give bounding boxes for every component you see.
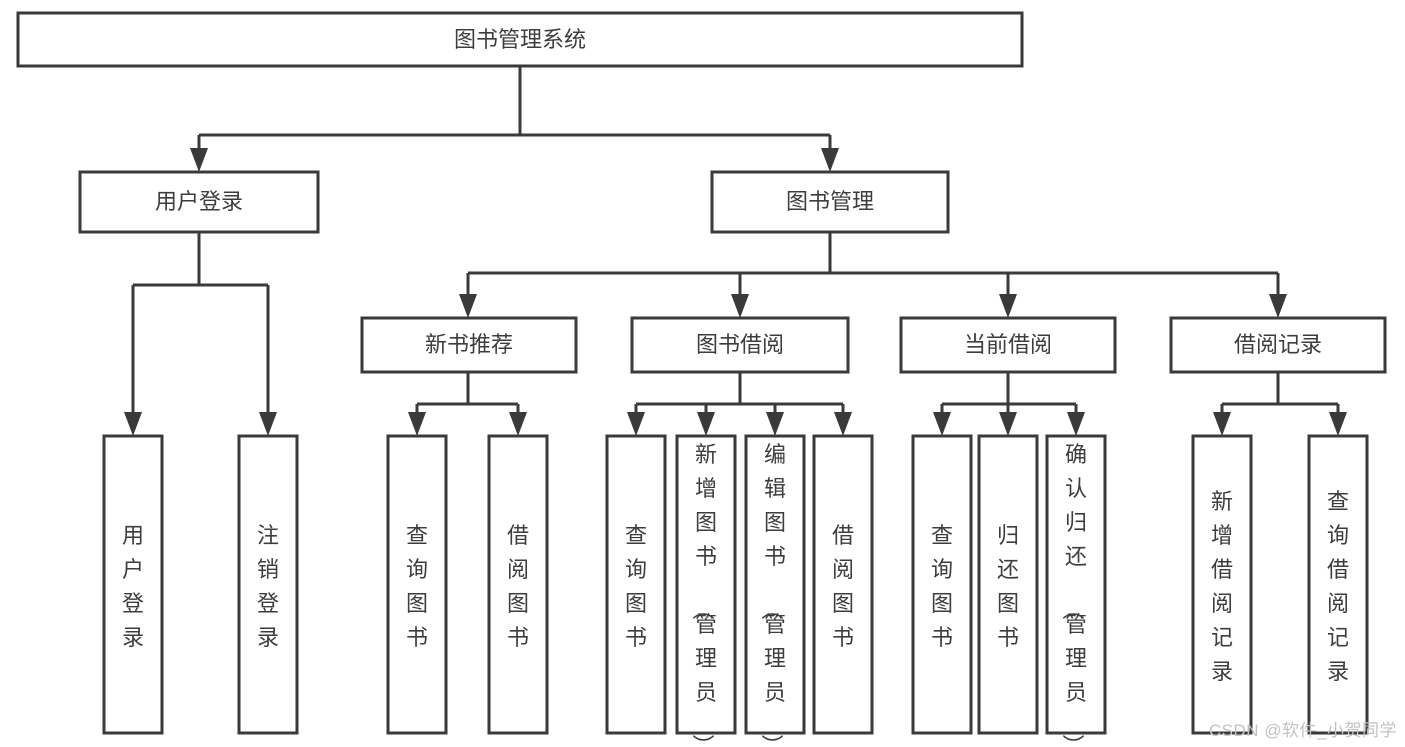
node-label: 图书管理系统	[454, 27, 586, 52]
leaf-node-logout[interactable]: 注销登录	[237, 434, 299, 735]
node-label: 查询图书	[931, 523, 953, 650]
node-label: 查询图书	[406, 523, 428, 650]
connector-newbookrec-to-leaves	[415, 372, 520, 420]
csdn-watermark: CSDN @软件_小贺同学	[1208, 721, 1397, 740]
node-level2-book-management[interactable]: 图书管理	[710, 170, 950, 234]
connector-root-to-level2	[197, 66, 832, 158]
node-label: 归还图书	[997, 523, 1019, 650]
leaf-node-return-book[interactable]: 归还图书	[977, 434, 1039, 735]
arrowhead-to-book-manage	[821, 148, 839, 172]
node-box	[386, 434, 448, 735]
node-label: 借阅记录	[1234, 332, 1322, 357]
arrowhead-leaf-query-record	[1329, 412, 1347, 436]
arrowhead-leaf-user-login	[124, 412, 142, 436]
leaf-node-confirm-return-admin[interactable]: 确认归还（管理员）	[1045, 434, 1107, 747]
arrowhead-leaf-query-book-2	[627, 412, 645, 436]
node-label: 图书管理	[786, 189, 874, 214]
node-label: 当前借阅	[964, 332, 1052, 357]
leaf-node-query-borrow-record[interactable]: 查询借阅记录	[1307, 434, 1369, 735]
arrowhead-to-current-borrow	[999, 294, 1017, 318]
connector-layer	[124, 66, 1347, 436]
connector-bookmanage-to-level3	[466, 232, 1280, 302]
leaf-node-edit-book-admin[interactable]: 编辑图书（管理员）	[744, 434, 806, 747]
leaf-node-query-book-borrow[interactable]: 查询图书	[605, 434, 667, 735]
node-level3-book-borrow[interactable]: 图书借阅	[630, 316, 850, 374]
arrowhead-leaf-edit-book	[766, 412, 784, 436]
arrowhead-leaf-add-record	[1213, 412, 1231, 436]
node-box	[102, 434, 164, 735]
leaf-node-borrow-book-borrow[interactable]: 借阅图书	[812, 434, 874, 735]
leaf-node-query-book-rec[interactable]: 查询图书	[386, 434, 448, 735]
node-level2-user-login[interactable]: 用户登录	[78, 170, 320, 234]
leaf-node-borrow-book-rec[interactable]: 借阅图书	[487, 434, 549, 735]
node-box	[675, 434, 737, 735]
node-box	[16, 11, 1024, 68]
node-box	[1307, 434, 1369, 735]
arrowhead-leaf-query-book-3	[933, 412, 951, 436]
arrowhead-leaf-borrow-book-1	[509, 412, 527, 436]
node-box	[977, 434, 1039, 735]
node-box	[744, 434, 806, 735]
node-box	[1045, 434, 1107, 735]
leaf-node-add-borrow-record[interactable]: 新增借阅记录	[1191, 434, 1253, 735]
node-label: 用户登录	[155, 189, 243, 214]
node-box	[237, 434, 299, 735]
leaf-node-query-book-current[interactable]: 查询图书	[911, 434, 973, 735]
node-label: 新增图书（管理员）	[690, 442, 717, 747]
connector-borrowrecord-to-leaves	[1220, 372, 1340, 420]
node-label: 查询图书	[625, 523, 647, 650]
node-box	[911, 434, 973, 735]
node-label: 查询借阅记录	[1327, 489, 1349, 684]
node-box	[360, 316, 578, 374]
arrowhead-leaf-logout	[259, 412, 277, 436]
node-label: 新书推荐	[425, 332, 513, 357]
node-box	[1191, 434, 1253, 735]
arrowhead-to-new-book-rec	[459, 294, 477, 318]
node-box	[487, 434, 549, 735]
node-box	[899, 316, 1117, 374]
leaf-node-user-login[interactable]: 用户登录	[102, 434, 164, 735]
node-label: 借阅图书	[832, 523, 854, 650]
arrowhead-leaf-add-book	[697, 412, 715, 436]
arrowhead-leaf-confirm-return	[1067, 412, 1085, 436]
node-box	[1169, 316, 1387, 374]
arrowhead-leaf-query-book-1	[408, 412, 426, 436]
node-label: 借阅图书	[507, 523, 529, 650]
arrowhead-leaf-return-book	[999, 412, 1017, 436]
node-label: 编辑图书（管理员）	[759, 442, 786, 747]
arrowhead-to-book-borrow	[731, 294, 749, 318]
arrowhead-to-borrow-record	[1269, 294, 1287, 318]
connector-bookborrow-to-leaves	[634, 372, 845, 420]
connector-userlogin-to-leaves	[131, 232, 270, 422]
node-box	[710, 170, 950, 234]
node-root-book-management-system[interactable]: 图书管理系统	[16, 11, 1024, 68]
node-box	[812, 434, 874, 735]
node-label: 注销登录	[257, 523, 279, 650]
node-label: 新增借阅记录	[1211, 489, 1233, 684]
arrowhead-to-user-login	[190, 148, 208, 172]
node-box	[605, 434, 667, 735]
node-label: 用户登录	[122, 523, 144, 650]
node-level3-new-book-recommend[interactable]: 新书推荐	[360, 316, 578, 374]
leaf-node-add-book-admin[interactable]: 新增图书（管理员）	[675, 434, 737, 747]
arrowhead-leaf-borrow-book-2	[834, 412, 852, 436]
node-label: 图书借阅	[696, 332, 784, 357]
node-label: 确认归还（管理员）	[1060, 442, 1087, 747]
node-level3-current-borrow[interactable]: 当前借阅	[899, 316, 1117, 374]
node-box	[78, 170, 320, 234]
node-level3-borrow-record[interactable]: 借阅记录	[1169, 316, 1387, 374]
node-box	[630, 316, 850, 374]
